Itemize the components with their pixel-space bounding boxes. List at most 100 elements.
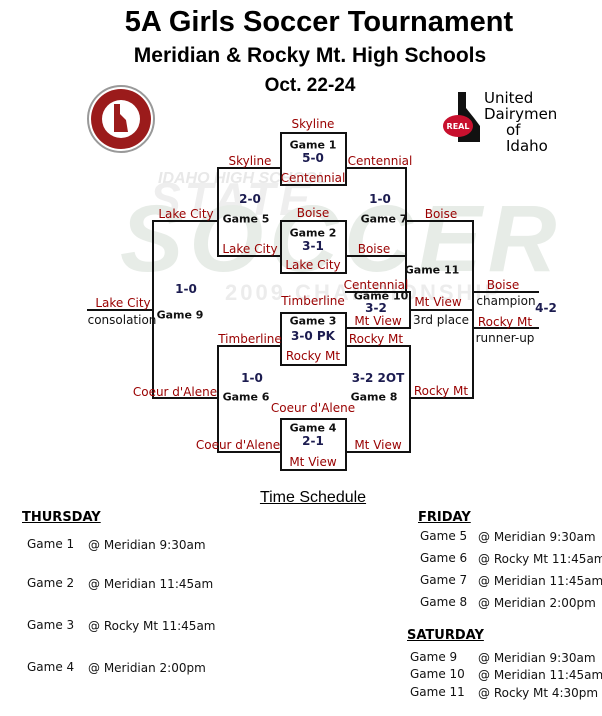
bracket-line [217,255,282,257]
game-label: Game 2 [289,226,337,240]
game-score: 4-2 [535,301,557,315]
game-score: 2-1 [302,434,324,448]
schedule-game: Game 4 [27,660,75,674]
day-heading-thursday: THURSDAY [22,510,101,525]
schedule-time: @ Meridian 2:00pm [88,661,206,675]
team-name: Mt View [354,314,402,328]
bracket-line [217,451,282,453]
schedule-time: @ Rocky Mt 11:45am [88,619,216,633]
team-name: Rocky Mt [285,349,341,363]
game-score: 2-0 [239,192,261,206]
schedule-game: Game 8 [420,595,468,609]
bracket-line [280,364,347,366]
schedule-time: @ Meridian 9:30am [478,530,596,544]
game-score: 5-0 [302,151,324,165]
schedule-title: Time Schedule [259,489,367,506]
bracket-line [405,220,474,222]
team-name: Rocky Mt [477,315,533,329]
schedule-time: @ Meridian 11:45am [88,577,214,591]
schedule-time: @ Rocky Mt 4:30pm [478,686,599,700]
bracket-line [280,184,347,186]
team-name: Centennial [343,278,409,292]
team-name: Centennial [280,171,346,185]
bracket-line [472,220,474,399]
logo-text: United [484,89,534,107]
team-name: Boise [424,207,458,221]
bracket-line [217,167,219,257]
schedule-game: Game 10 [410,667,465,681]
bracket-line [345,255,407,257]
team-name: Lake City [285,258,341,272]
bracket-line [280,132,282,186]
day-heading-friday: FRIDAY [418,510,471,525]
schedule-game: Game 7 [420,573,468,587]
team-name: Boise [296,206,330,220]
team-name: Coeur d'Alene [195,438,281,452]
watermark-text: IDAHO HIGH SCHOOL [158,170,327,187]
game-score: 1-0 [175,282,197,296]
page-title: 5A Girls Soccer Tournament [124,6,514,38]
game-score: 3-2 2OT [351,371,405,385]
bracket-line [345,327,411,329]
game-label: Game 5 [222,212,270,226]
team-name: Centennial [347,154,413,168]
schedule-time: @ Meridian 11:45am [478,668,602,682]
team-name: Rocky Mt [348,332,404,346]
team-name: Timberline [218,332,282,346]
bracket-line [345,312,347,366]
game-score: 3-2 [365,301,387,315]
bracket-line [217,167,282,169]
bracket-line [345,167,407,169]
bracket-line [280,418,347,420]
bracket-line [87,309,154,311]
schedule-time: @ Rocky Mt 11:45am [478,552,602,566]
logo-text: of Idaho [506,121,548,155]
game-label: Game 10 [353,289,409,303]
bracket-line [280,220,282,274]
game-label: Game 6 [222,390,270,404]
game-score: 1-0 [369,192,391,206]
game-score: 1-0 [241,371,263,385]
bracket-line [152,397,219,399]
schedule-game: Game 5 [420,529,468,543]
logo-text: Dairymen [484,105,558,123]
bracket-line [217,345,282,347]
placement-label: champion [476,294,536,308]
team-name: Boise [357,242,391,256]
team-name: Lake City [95,296,151,310]
watermark-text: STATE [150,173,314,225]
team-name: Coeur d'Alene [132,385,218,399]
game-label: Game 4 [289,421,337,435]
team-name: Rocky Mt [413,384,469,398]
team-name: Skyline [291,117,335,131]
ihsaa-logo [86,84,156,154]
team-name: Mt View [289,455,337,469]
bracket-line [280,272,347,274]
bracket-line [280,132,347,134]
schedule-game: Game 2 [27,576,75,590]
svg-text:REAL: REAL [447,122,470,131]
team-name: Coeur d'Alene [270,401,356,415]
team-name: Lake City [222,242,278,256]
watermark-text: SOCCER [120,186,563,292]
team-name: Mt View [414,295,462,309]
bracket-line [280,469,347,471]
bracket-line [409,309,474,311]
tournament-dates: Oct. 22-24 [264,75,356,96]
team-name: Timberline [281,294,345,308]
bracket-line [472,327,539,329]
schedule-time: @ Meridian 9:30am [88,538,206,552]
team-name: Skyline [228,154,272,168]
bracket-line [345,291,411,293]
bracket-line [217,345,219,453]
bracket-line [280,312,347,314]
schedule-game: Game 6 [420,551,468,565]
day-heading-saturday: SATURDAY [407,628,484,643]
bracket-line [280,312,282,366]
game-label: Game 7 [360,212,408,226]
bracket-line [345,132,347,186]
bracket-line [409,345,411,453]
page-subtitle: Meridian & Rocky Mt. High Schools [133,44,487,67]
bracket-line [152,220,219,222]
game-score: 3-1 [302,239,324,253]
